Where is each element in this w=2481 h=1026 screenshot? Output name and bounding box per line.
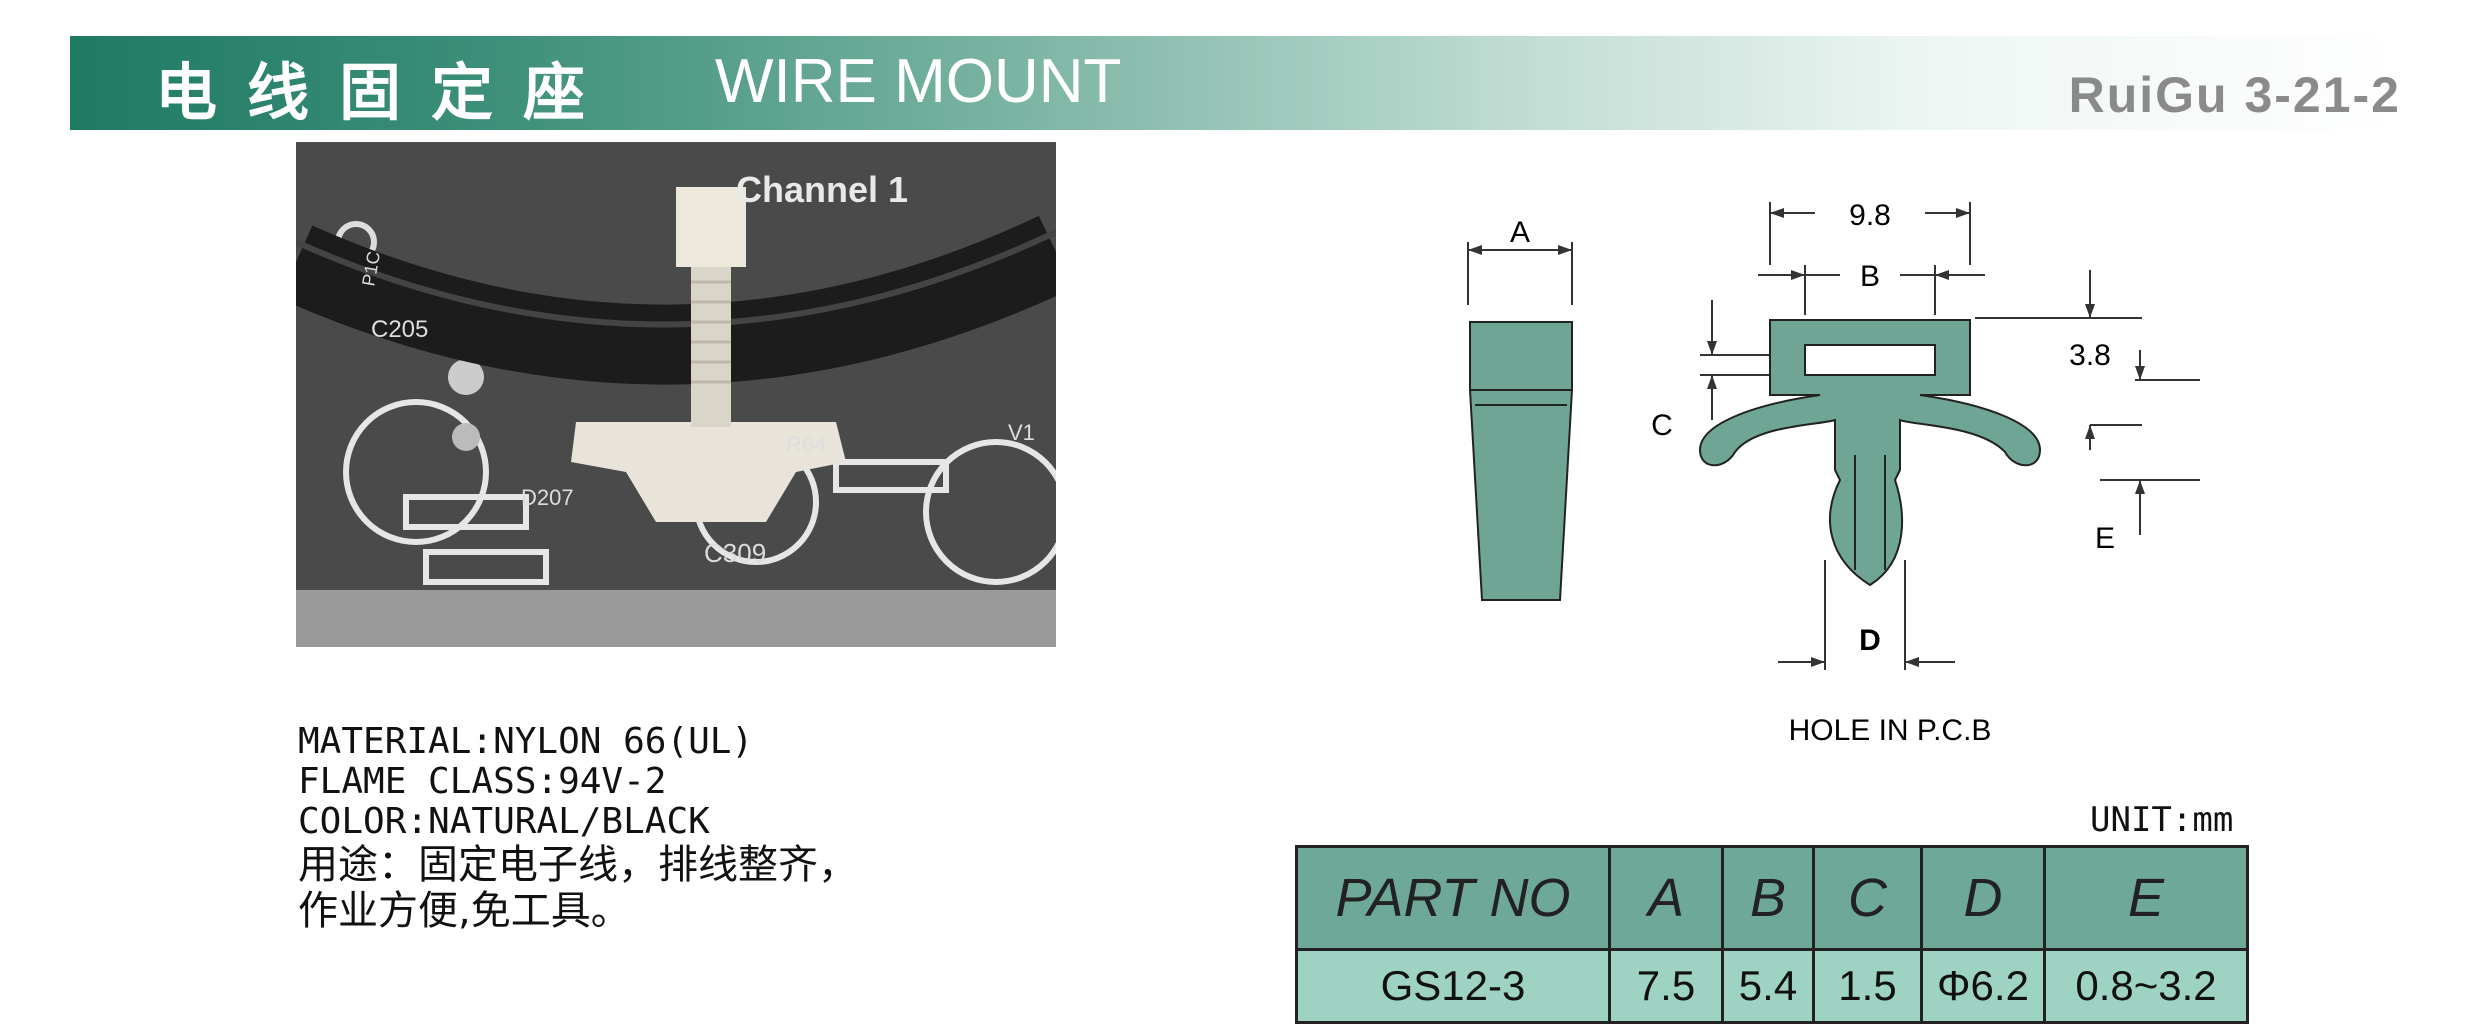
table-cell: Φ6.2 [1920,948,2046,1024]
parts-table: PART NO A B C D E GS12-3 7.5 5.4 1.5 Φ6.… [1295,845,2249,1024]
table-cell: 0.8~3.2 [2043,948,2249,1024]
table-header-cell: PART NO [1295,845,1611,951]
flame-class-line: FLAME CLASS:94V-2 [298,761,667,802]
dim-9-8-label: 9.8 [1849,199,1891,232]
usage-line-1: 用途：固定电子线，排线整齐， [298,842,858,888]
table-cell: 1.5 [1812,948,1923,1024]
color-line: COLOR:NATURAL/BLACK [298,801,710,842]
table-header-row: PART NO A B C D E [1295,845,2249,951]
pcb-label: D207 [521,485,574,510]
drawing-caption: HOLE IN P.C.B [1789,714,1992,747]
product-code: RuiGu 3-21-2 [2068,67,2401,123]
table-header-cell: E [2043,845,2249,951]
pcb-label: V1 [1008,420,1035,445]
spec-list: MATERIAL:NYLON 66(UL) FLAME CLASS:94V-2 … [298,721,858,935]
pcb-label: C205 [371,316,428,343]
product-photo: Channel 1 P1C C205 D207 C309 R64 V1 [296,142,1056,647]
table-cell: GS12-3 [1295,948,1611,1024]
table-row: GS12-3 7.5 5.4 1.5 Φ6.2 0.8~3.2 [1295,948,2249,1024]
pcb-label: C309 [704,538,766,568]
table-cell: 5.4 [1721,948,1815,1024]
table-header-cell: B [1721,845,1815,951]
title-english: WIRE MOUNT [715,47,1122,116]
technical-drawing: A 9.8 B 3.8 C E D HOLE IN P.C.B [1467,199,2200,747]
dim-b-label: B [1860,260,1880,293]
unit-label: UNIT:mm [2090,800,2234,840]
dim-d-label: D [1859,624,1881,657]
dim-e-label: E [2095,522,2115,555]
table-header-cell: D [1920,845,2046,951]
table-cell: 7.5 [1608,948,1724,1024]
header-band [70,36,2400,130]
dim-3-8-label: 3.8 [2069,339,2111,372]
title-chinese: 电线固定座 [155,56,616,129]
table-header-cell: C [1812,845,1923,951]
pcb-text: Channel 1 [736,169,908,210]
table-header-cell: A [1608,845,1724,951]
dim-c-label: C [1651,409,1673,442]
usage-line-2: 作业方便,免工具。 [298,888,631,934]
dim-a-label: A [1510,216,1530,249]
pcb-label: R64 [786,432,826,457]
material-line: MATERIAL:NYLON 66(UL) [298,721,754,762]
